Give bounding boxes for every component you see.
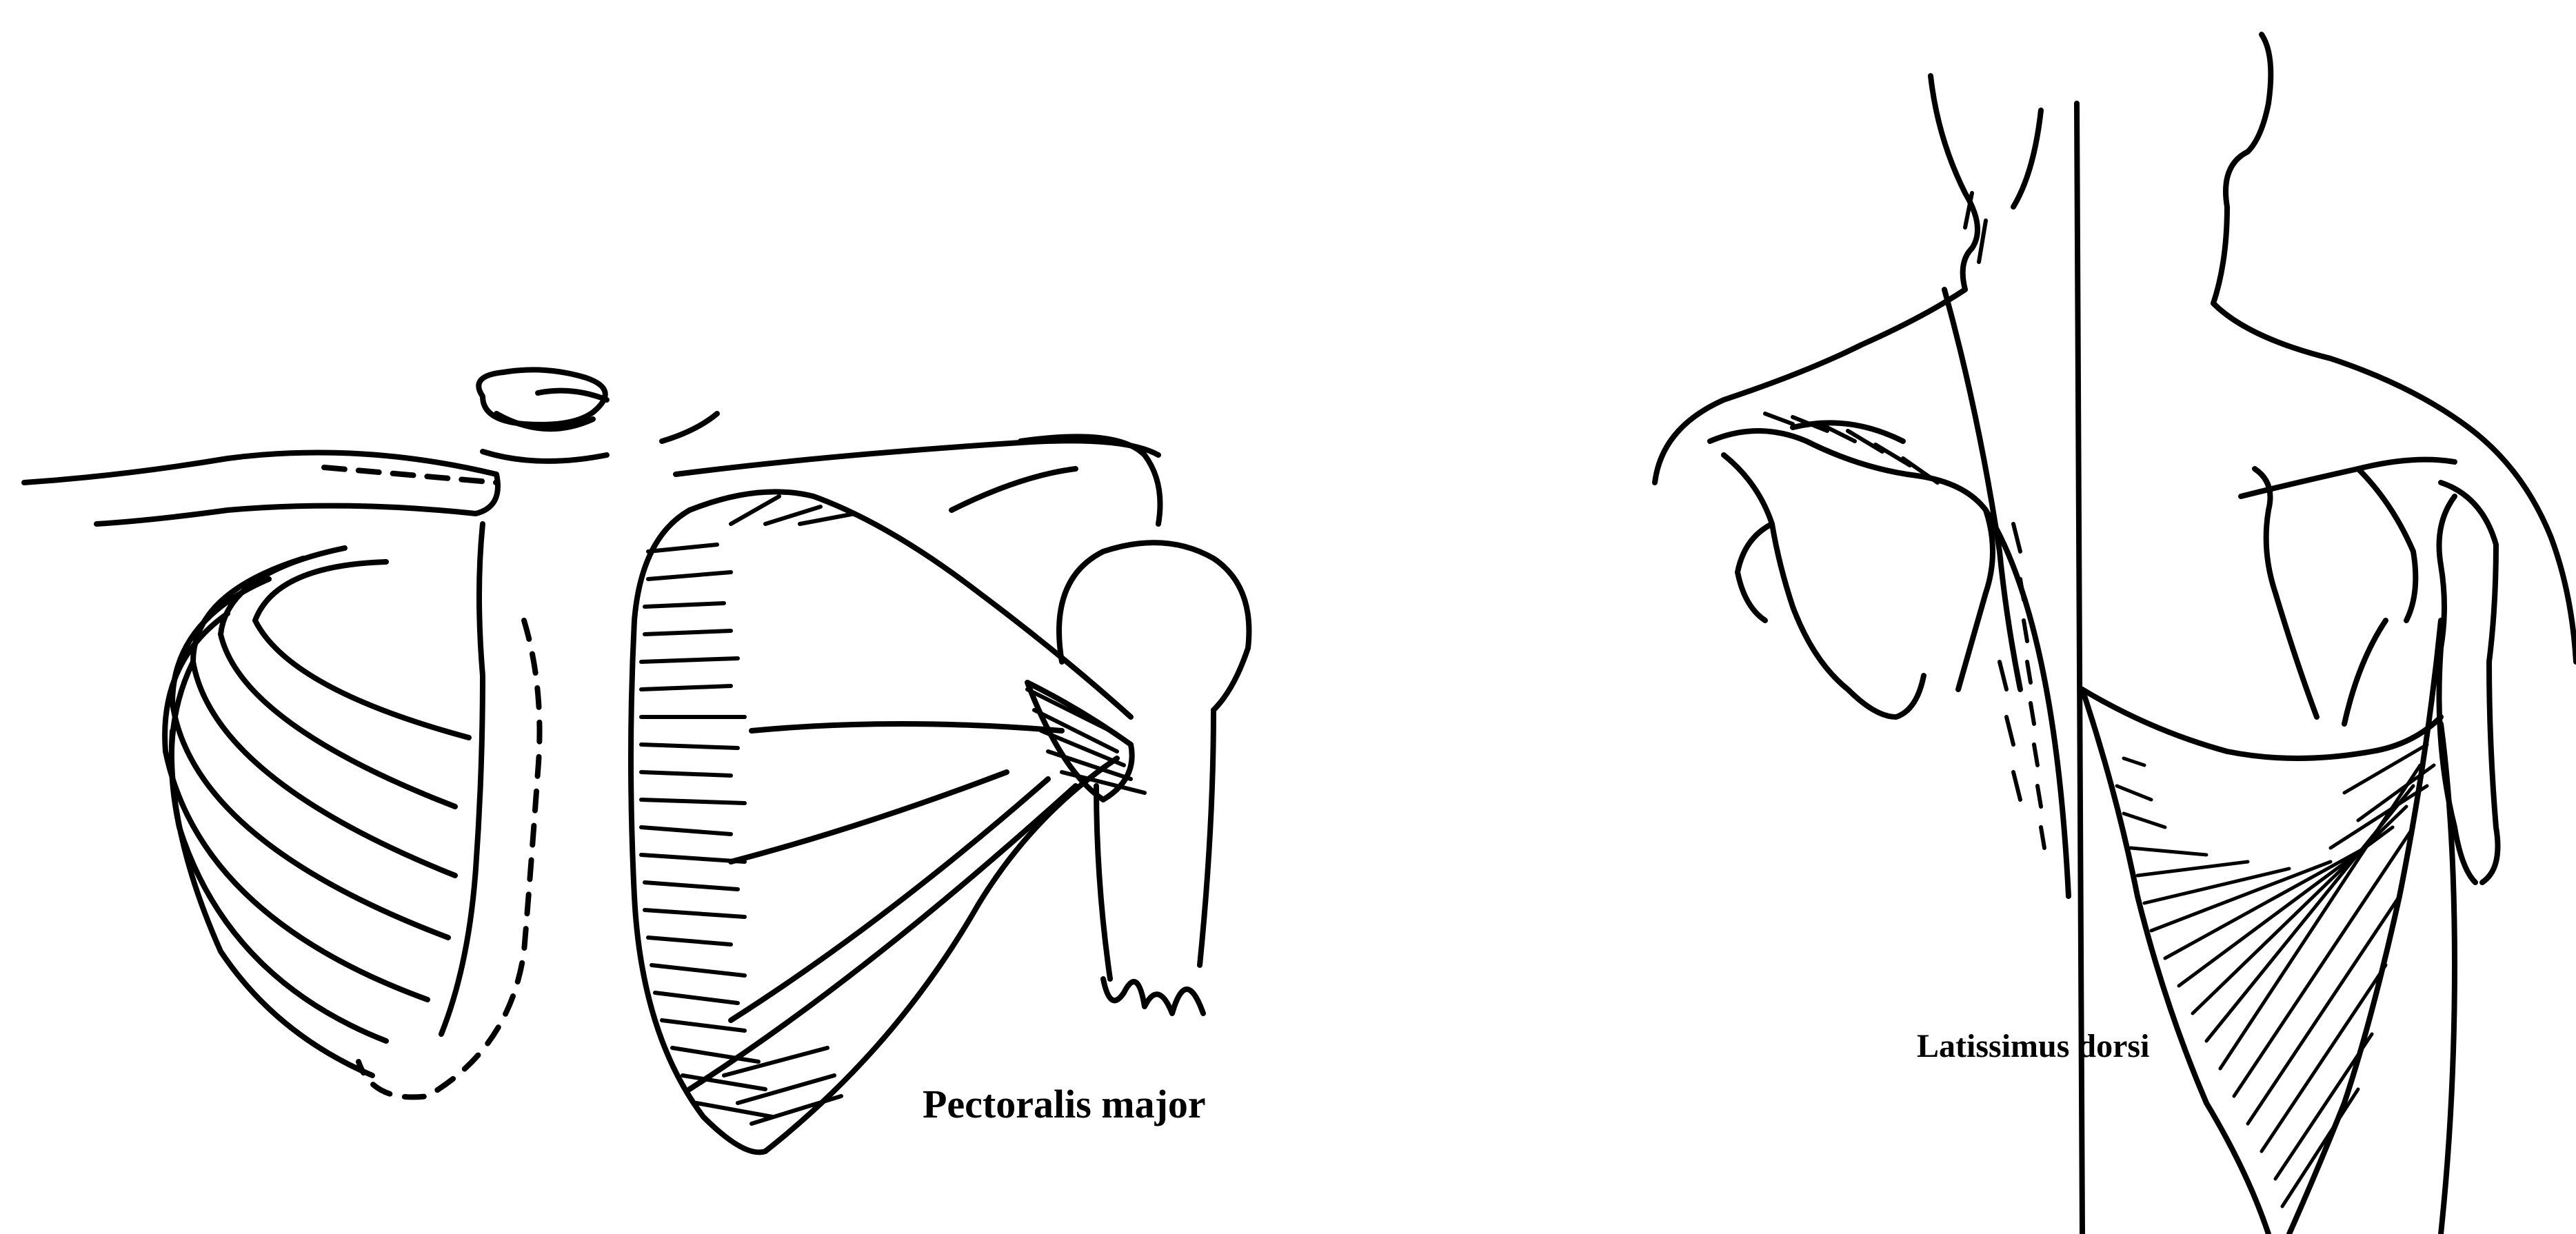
rib-5 <box>165 614 427 1000</box>
shoulder-outline <box>1020 436 1160 524</box>
humeral-head <box>1059 543 1249 710</box>
right-scapula <box>2255 469 2317 717</box>
costal-cartilage <box>359 620 540 1097</box>
rib-4 <box>172 579 448 938</box>
scapula-hatching <box>1765 193 2044 848</box>
latissimus-hatching <box>2117 745 2434 1206</box>
pectoralis-major-label: Pectoralis major <box>923 1081 1206 1127</box>
latissimus-outline <box>2082 689 2441 758</box>
left-scapula <box>1710 431 1993 689</box>
left-shoulder <box>1655 290 1965 483</box>
left-clavicle <box>24 452 498 524</box>
anterior-view-drawing <box>0 0 1288 1234</box>
latissimus-dorsi-label: Latissimus dorsi <box>1917 1027 2149 1065</box>
humerus-distal <box>1103 979 1203 1013</box>
right-shoulder <box>2213 303 2576 662</box>
neck-right <box>2213 34 2271 303</box>
neck-left <box>1931 76 1978 290</box>
sternum-edge <box>441 524 483 1034</box>
rib-1 <box>255 562 469 738</box>
right-clavicle <box>676 441 1158 474</box>
